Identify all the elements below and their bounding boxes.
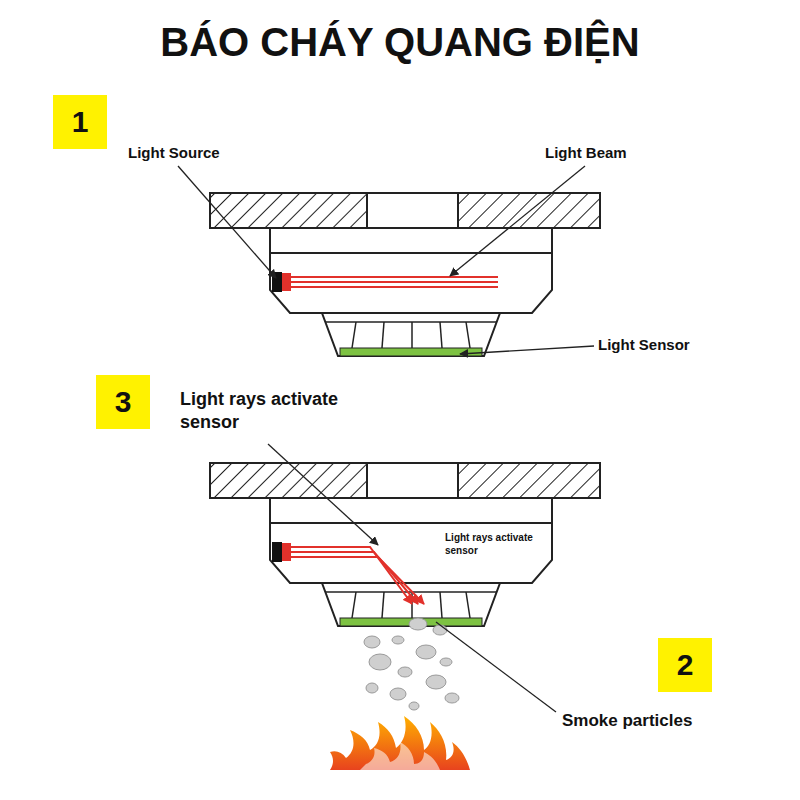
title: BÁO CHÁY QUANG ĐIỆN: [0, 18, 800, 66]
part-label: Light Sensor: [598, 335, 690, 355]
callout-text: Light rays activate sensor: [180, 388, 360, 435]
ceiling-mount: [367, 193, 458, 228]
ceiling: [210, 463, 367, 498]
vent-slat: [352, 592, 356, 618]
vent-slat: [440, 592, 442, 618]
light-source-emitter: [282, 543, 291, 561]
smoke-detector: [210, 463, 600, 626]
callout-number-box: 3: [96, 375, 150, 429]
vent-slat: [466, 592, 470, 618]
leader-lines: [178, 166, 594, 712]
detector-base: [270, 498, 552, 523]
callout-number-box: 2: [658, 638, 712, 692]
vent-slat: [466, 322, 470, 348]
vent-slat: [440, 322, 442, 348]
vent-slat: [382, 322, 384, 348]
ceiling: [210, 193, 367, 228]
ceiling: [458, 463, 600, 498]
detector-body: [270, 253, 552, 313]
vent-slat: [352, 322, 356, 348]
smoke-detector: [210, 193, 600, 356]
smoke-particles: [364, 618, 459, 710]
vent-slat: [382, 592, 384, 618]
light-source-emitter: [282, 273, 291, 291]
callout-number-box: 1: [53, 95, 107, 149]
callout-number: 3: [115, 385, 132, 419]
callout-text: Light rays activate sensor: [445, 531, 535, 557]
detector-chamber: [322, 313, 500, 356]
light-sensor: [340, 348, 482, 356]
part-label: Light Beam: [545, 143, 627, 163]
vent-slat: [411, 322, 413, 348]
callout-number: 2: [677, 648, 694, 682]
detector-base: [270, 228, 552, 253]
fire: [330, 716, 470, 770]
callout-number: 1: [72, 105, 89, 139]
light-source: [272, 542, 282, 562]
part-label: Light Source: [128, 143, 220, 163]
scattered-beam: [290, 547, 424, 604]
light-beam: [290, 277, 498, 287]
ceiling-mount: [367, 463, 458, 498]
ceiling: [458, 193, 600, 228]
part-label: Smoke particles: [562, 710, 692, 732]
